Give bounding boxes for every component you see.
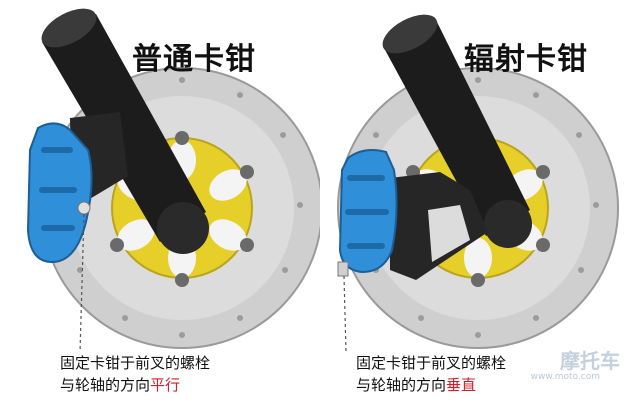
fork-tube [42, 14, 206, 242]
fork-tube-top [41, 8, 97, 48]
panel-title: 普通卡钳 [132, 42, 256, 77]
watermark-logo: 摩托车 [560, 349, 620, 373]
caliper-mount-bolt [337, 261, 349, 277]
conventional-caliper-illustration [26, 8, 320, 353]
conventional-caliper-panel: 普通卡钳 固定卡钳于前叉的螺栓 与轮轴的方向平行 [26, 8, 320, 396]
caption-line-1: 固定卡钳于前叉的螺栓 [356, 354, 507, 372]
fork-lower-mount [484, 200, 532, 248]
radial-caliper-illustration [337, 14, 619, 353]
fork-tube-top [382, 14, 438, 54]
caliper-ribs [345, 175, 389, 249]
mount-cutout [428, 205, 470, 262]
fork-tube [384, 20, 530, 236]
callout-line [79, 213, 85, 353]
caption-prefix: 与轮轴的方向 [356, 376, 447, 394]
caption-line-1: 固定卡钳于前叉的螺栓 [60, 354, 211, 372]
callout-line [343, 275, 347, 353]
panel-caption: 固定卡钳于前叉的螺栓 与轮轴的方向垂直 [356, 352, 506, 396]
caption-highlight: 平行 [150, 376, 181, 394]
caption-line-2: 与轮轴的方向垂直 [356, 374, 506, 396]
caliper-mount-bolt [77, 201, 91, 215]
caption-line-2: 与轮轴的方向平行 [60, 374, 210, 396]
panel-title: 辐射卡钳 [464, 42, 588, 77]
radial-caliper-panel: 辐射卡钳 固定卡钳于前叉的螺栓 与轮轴的方向垂直 [320, 0, 640, 408]
caption-prefix: 与轮轴的方向 [60, 376, 151, 394]
watermark-url: www.moto.com [530, 372, 600, 382]
panel-caption: 固定卡钳于前叉的螺栓 与轮轴的方向平行 [60, 352, 210, 396]
fork-lower-mount [157, 202, 209, 254]
caption-highlight: 垂直 [446, 376, 477, 394]
caliper-ribs [39, 147, 77, 231]
